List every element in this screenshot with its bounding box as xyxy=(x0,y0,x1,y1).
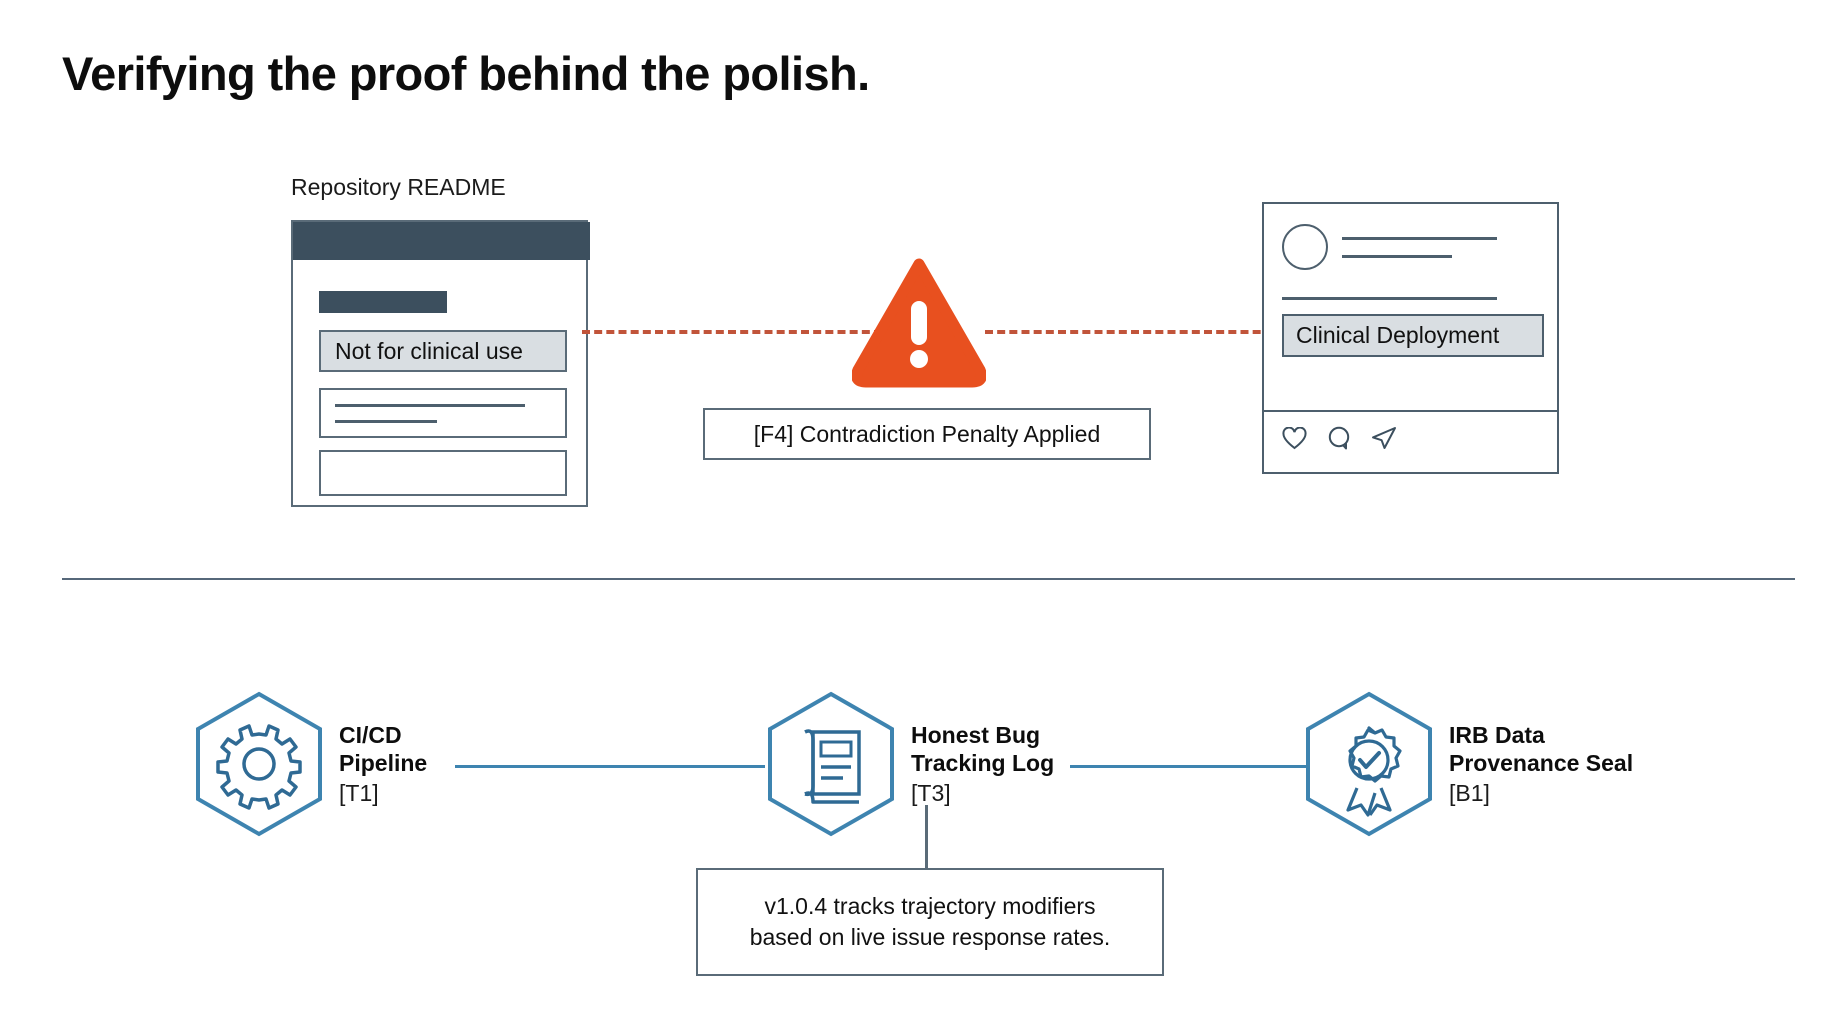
node-title-line2: Pipeline xyxy=(339,749,428,776)
node-irb-data-provenance-seal[interactable]: IRB Data Provenance Seal [B1] xyxy=(1303,690,1633,838)
avatar xyxy=(1282,224,1328,270)
version-note-box: v1.0.4 tracks trajectory modifiers based… xyxy=(696,868,1164,976)
node-code: [T1] xyxy=(339,780,379,807)
readme-disclaimer-highlight: Not for clinical use xyxy=(319,330,567,372)
node-title-line2: Tracking Log xyxy=(911,749,1055,776)
node-cicd-pipeline[interactable]: CI/CD Pipeline [T1] xyxy=(193,690,427,838)
readme-content-box-2 xyxy=(319,450,567,496)
note-line-1: v1.0.4 tracks trajectory modifiers xyxy=(764,892,1096,919)
node-label: CI/CD Pipeline [T1] xyxy=(339,721,427,807)
repository-readme-card: Not for clinical use xyxy=(291,220,590,507)
readme-header-bar xyxy=(293,222,590,260)
node-code: [B1] xyxy=(1449,780,1490,807)
post-meta-line xyxy=(1342,255,1452,258)
contradiction-penalty-label: [F4] Contradiction Penalty Applied xyxy=(703,408,1151,460)
post-actions xyxy=(1282,426,1397,455)
node-code: [T3] xyxy=(911,780,951,807)
clinical-deployment-highlight: Clinical Deployment xyxy=(1282,314,1544,357)
contradiction-link-right xyxy=(985,330,1285,334)
node-title-line1: Honest Bug xyxy=(911,721,1041,748)
node-title-line1: IRB Data xyxy=(1449,721,1545,748)
connector-t3-note xyxy=(925,805,928,869)
comment-icon[interactable] xyxy=(1327,426,1351,455)
contradiction-link-left xyxy=(582,330,882,334)
clinical-deployment-post-card: Clinical Deployment xyxy=(1262,202,1559,474)
like-icon[interactable] xyxy=(1282,426,1307,455)
award-seal-check-icon xyxy=(1303,690,1435,838)
readme-caption: Repository README xyxy=(291,174,506,200)
readme-title-placeholder xyxy=(319,291,447,313)
connector-t1-t3 xyxy=(455,765,765,768)
connector-t3-b1 xyxy=(1070,765,1310,768)
node-title-line2: Provenance Seal xyxy=(1449,749,1634,776)
node-honest-bug-tracking-log[interactable]: Honest Bug Tracking Log [T3] xyxy=(765,690,1054,838)
post-footer-divider xyxy=(1264,410,1557,412)
gear-icon xyxy=(193,690,325,838)
readme-text-line xyxy=(335,420,437,423)
post-meta-line xyxy=(1342,237,1497,240)
section-divider xyxy=(62,578,1795,580)
readme-text-line xyxy=(335,404,525,407)
post-divider xyxy=(1282,297,1497,300)
bottom-scene: CI/CD Pipeline [T1] Honest Bug Tracking … xyxy=(0,560,1834,1024)
node-label: Honest Bug Tracking Log [T3] xyxy=(911,721,1054,807)
node-title-line1: CI/CD xyxy=(339,721,402,748)
note-line-2: based on live issue response rates. xyxy=(749,924,1111,950)
page-title: Verifying the proof behind the polish. xyxy=(62,47,870,100)
log-document-icon xyxy=(765,690,897,838)
warning-triangle-icon xyxy=(851,258,987,388)
top-scene: Repository README Not for clinical use [… xyxy=(291,174,1559,507)
readme-content-box-1 xyxy=(319,388,567,438)
share-icon[interactable] xyxy=(1371,426,1397,455)
node-label: IRB Data Provenance Seal [B1] xyxy=(1449,721,1633,807)
